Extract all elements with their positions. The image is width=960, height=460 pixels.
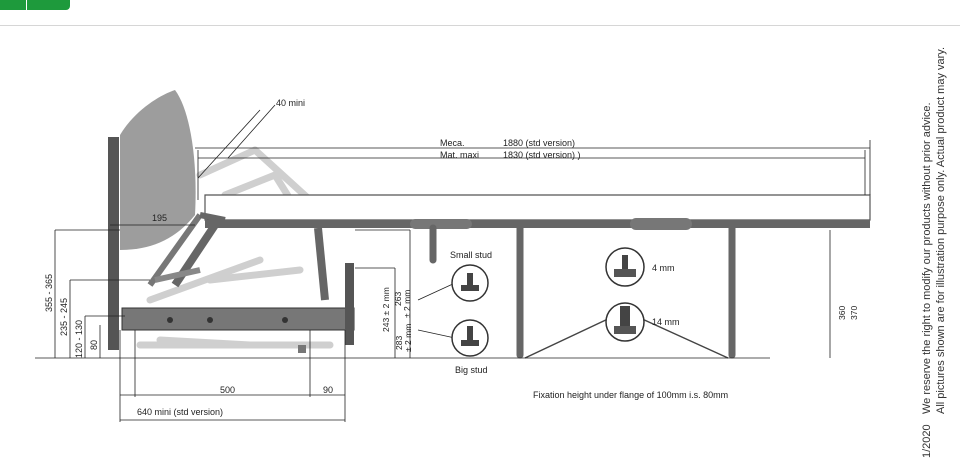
leg-brace-2: [639, 317, 729, 359]
date-code: 1/2020: [921, 424, 933, 458]
depth-640: 640 mini (std version): [137, 407, 223, 417]
small-stud-tol: ± 2 mm: [402, 290, 412, 318]
frame-joint-2: [630, 218, 692, 230]
mat-value: 1830 (std version) ): [503, 150, 581, 160]
disclaimer-line-1: We reserve the right to modify our produ…: [921, 102, 933, 414]
headboard-post: [108, 137, 119, 350]
depth-90: 90: [323, 385, 333, 395]
height-range-2: 235 - 245: [59, 298, 69, 336]
big-stud-label: Big stud: [455, 365, 488, 375]
disclaimer-line-2: All pictures shown are for illustration …: [935, 47, 947, 414]
header-divider: [0, 25, 960, 26]
arm-offset-label: 195: [152, 213, 167, 223]
top-clearance-label: 40 mini: [276, 98, 305, 108]
dimension-lines: [35, 104, 871, 422]
stud-14mm-icon: [605, 302, 645, 342]
depth-500: 500: [220, 385, 235, 395]
fixation-note: Fixation height under flange of 100mm i.…: [533, 390, 728, 400]
meca-label: Meca.: [440, 138, 465, 148]
mat-label: Mat. maxi: [440, 150, 479, 160]
stud-4mm-label: 4 mm: [652, 263, 675, 273]
tab-separator: [26, 0, 27, 10]
leg-brace-1: [524, 317, 611, 359]
mattress: [204, 194, 871, 221]
base-height: 80: [89, 340, 99, 350]
seat-mechanism: [121, 212, 355, 353]
legs: [429, 224, 736, 359]
height-range-3: 120 - 130: [74, 320, 84, 358]
meca-value: 1880 (std version): [503, 138, 575, 148]
leg-height-2: 370: [849, 306, 859, 320]
frame-rail: [205, 220, 870, 228]
small-stud-height: 243 ± 2 mm: [381, 287, 391, 332]
stud-4mm-icon: [605, 247, 645, 287]
stud-14mm-label: 14 mm: [652, 317, 680, 327]
leg-height-1: 360: [837, 306, 847, 320]
small-stud-height-b: 263: [393, 292, 403, 306]
backrest: [120, 90, 196, 250]
big-stud-height: 283: [394, 336, 404, 350]
small-stud-icon: [451, 264, 489, 302]
frame-joint-1: [410, 219, 472, 229]
small-stud-label: Small stud: [450, 250, 492, 260]
height-range-1: 355 - 365: [44, 274, 54, 312]
big-stud-icon: [451, 319, 489, 357]
big-stud-tol: ± 2 mm: [403, 324, 413, 352]
header-tab[interactable]: [0, 0, 70, 10]
